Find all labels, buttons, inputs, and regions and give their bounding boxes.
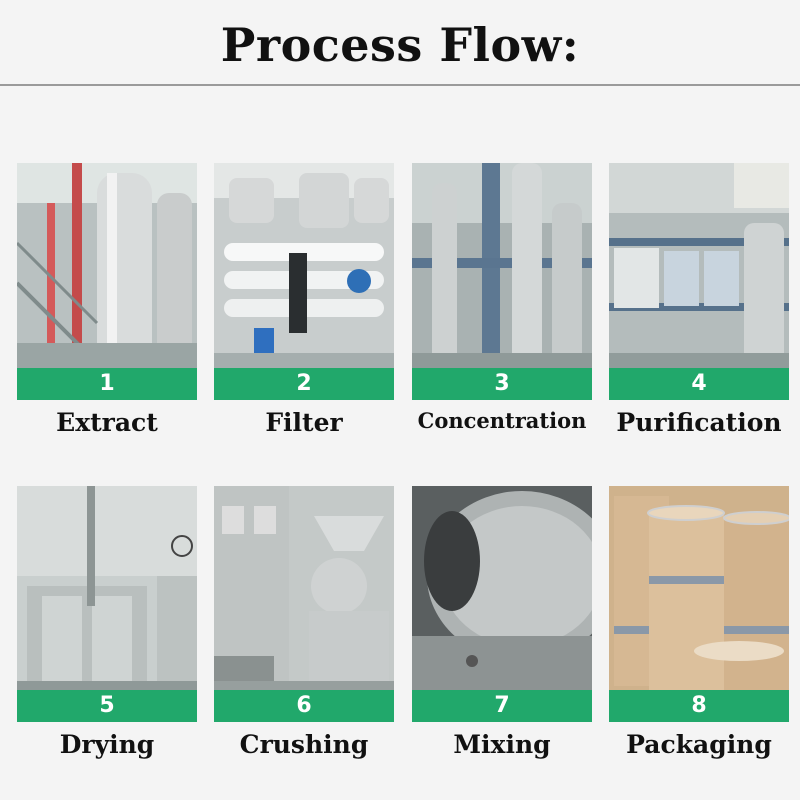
- crushing-equipment-photo: [214, 486, 394, 690]
- process-step-crushing: 6 Crushing: [214, 486, 394, 759]
- extract-equipment-photo: [17, 163, 197, 368]
- step-number-badge: 1: [17, 368, 197, 400]
- step-number-badge: 7: [412, 690, 592, 722]
- drying-equipment-photo: [17, 486, 197, 690]
- step-number-badge: 2: [214, 368, 394, 400]
- step-label: Filter: [265, 408, 343, 437]
- mixing-equipment-photo: [412, 486, 592, 690]
- step-label: Extract: [56, 408, 158, 437]
- step-number-badge: 8: [609, 690, 789, 722]
- process-step-packaging: 8 Packaging: [609, 486, 789, 759]
- process-step-drying: 5 Drying: [17, 486, 197, 759]
- step-number-badge: 4: [609, 368, 789, 400]
- step-label: Mixing: [453, 730, 551, 759]
- concentration-equipment-photo: [412, 163, 592, 368]
- step-label: Drying: [59, 730, 155, 759]
- purification-equipment-photo: [609, 163, 789, 368]
- process-step-mixing: 7 Mixing: [412, 486, 592, 759]
- process-step-extract: 1 Extract: [17, 163, 197, 437]
- step-label: Purification: [616, 408, 782, 437]
- process-step-concentration: 3 Concentration: [412, 163, 592, 433]
- step-number-badge: 5: [17, 690, 197, 722]
- process-step-filter: 2 Filter: [214, 163, 394, 437]
- step-label: Crushing: [239, 730, 369, 759]
- title-divider: [0, 84, 800, 86]
- process-step-purification: 4 Purification: [609, 163, 789, 437]
- page-title: Process Flow:: [220, 18, 580, 72]
- step-number-badge: 3: [412, 368, 592, 400]
- packaging-drums-photo: [609, 486, 789, 690]
- step-label: Concentration: [417, 408, 587, 433]
- step-label: Packaging: [626, 730, 772, 759]
- step-number-badge: 6: [214, 690, 394, 722]
- filter-equipment-photo: [214, 163, 394, 368]
